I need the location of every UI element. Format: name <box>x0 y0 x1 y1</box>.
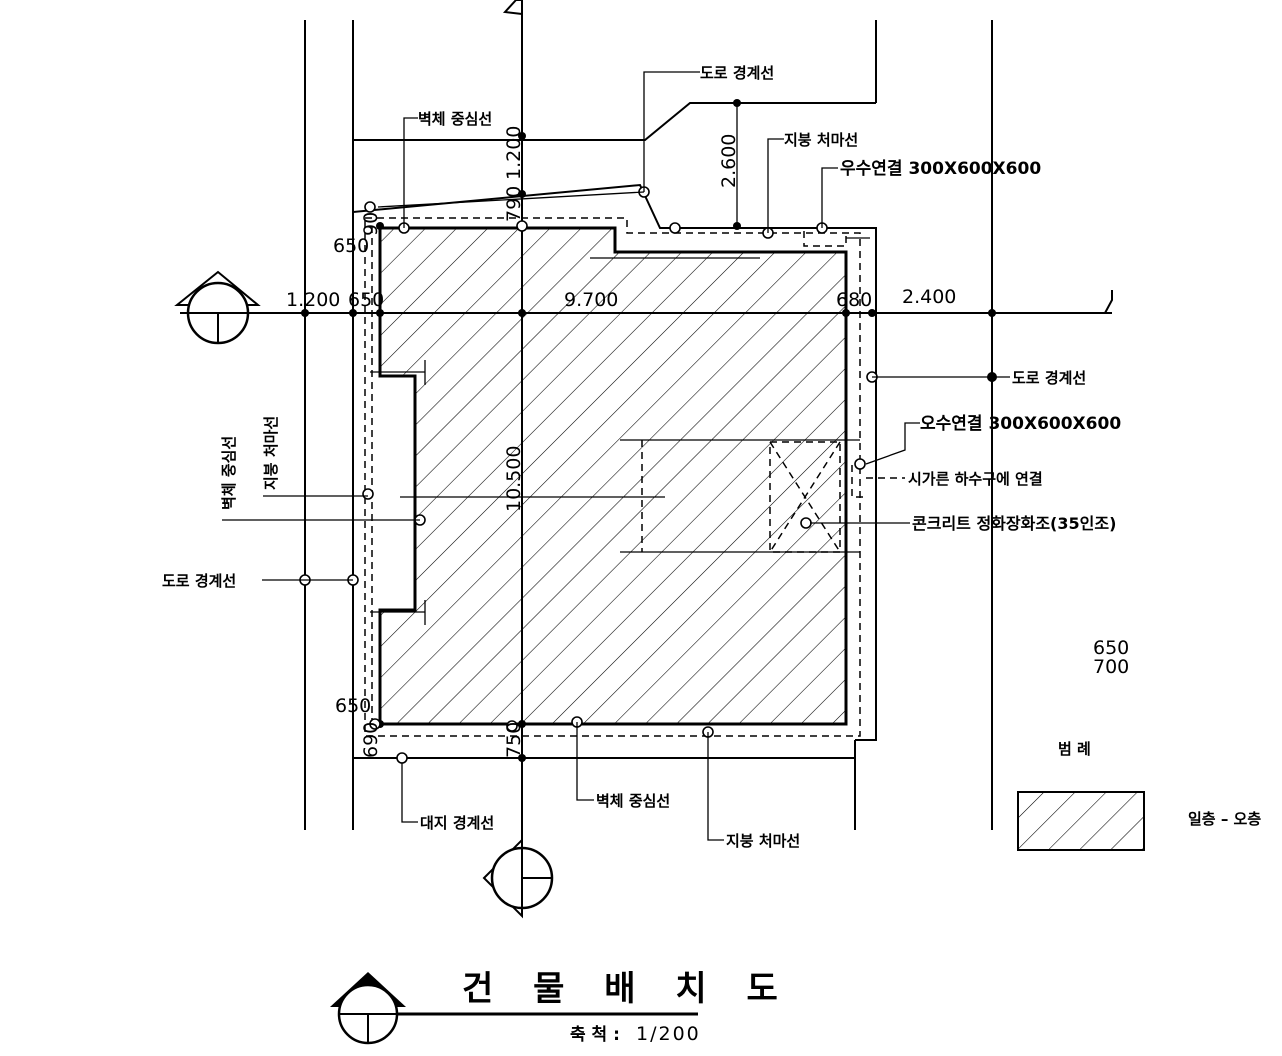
label-site-line-bottom: 대지 경계선 <box>420 814 494 832</box>
section-marker-bottom <box>482 837 554 919</box>
legend-hatch-swatch <box>1017 791 1145 851</box>
dim-790: 790 <box>503 186 525 222</box>
dim-680: 680 <box>836 289 872 311</box>
dim-2600: 2.600 <box>718 134 740 188</box>
label-septic-tank: 콘크리트 정화장화조(35인조) <box>912 514 1116 533</box>
dim-1200-left: 1.200 <box>286 289 340 311</box>
sewer-connection <box>851 465 905 498</box>
label-wall-center-bottom: 벽체 중심선 <box>596 792 670 810</box>
dim-650-left-top: 650 <box>333 235 369 257</box>
rain-tank-top <box>803 231 870 247</box>
legend: 범 례 일층 – 오층 <box>1017 740 1261 851</box>
label-road-line-top: 도로 경계선 <box>700 64 774 82</box>
label-rain-tank-right: 오수연결 300X600X600 <box>920 414 1121 434</box>
label-roof-edge-bottom: 지붕 처마선 <box>726 832 800 850</box>
markers <box>299 99 997 764</box>
roof-eave-outline <box>364 217 861 737</box>
dim-10500: 10.500 <box>503 446 525 512</box>
dim-650-top: 650 <box>348 289 384 311</box>
dim-9700: 9.700 <box>564 289 618 311</box>
scale-label: 축 척 : <box>570 1025 620 1045</box>
label-roof-edge-top: 지붕 처마선 <box>784 131 858 149</box>
label-rain-tank-top: 우수연결 300X600X600 <box>840 159 1041 179</box>
site-boundary-upper <box>352 183 877 741</box>
label-wall-center-top: 벽체 중심선 <box>418 110 492 128</box>
label-road-line-left: 도로 경계선 <box>162 572 236 590</box>
label-wall-center-left: 벽체 중심선 <box>220 436 238 510</box>
dim-90-left-top: 90 <box>360 212 382 236</box>
label-city-sewer: 시가른 하수구에 연결 <box>908 470 1043 488</box>
interior-lines <box>370 257 860 625</box>
north-arrow-tip <box>502 0 523 16</box>
dim-650-right: 650 <box>1093 637 1129 659</box>
road-line-top <box>352 102 876 141</box>
septic-tank <box>769 441 841 553</box>
dim-690-left-bottom: 690 <box>360 722 382 758</box>
dim-750: 750 <box>503 722 525 758</box>
label-road-line-right: 도로 경계선 <box>1012 369 1086 387</box>
dim-1200-vertical: 1.200 <box>503 126 525 180</box>
dimension-texts: 1.200 650 9.700 680 2.400 1.200 790 2.60… <box>286 126 1129 758</box>
leader-lines <box>222 71 1010 841</box>
dim-700-right: 700 <box>1093 656 1129 678</box>
legend-title: 범 례 <box>1058 740 1091 758</box>
title-block: 건 물 배 치 도 축 척 : 1/200 <box>398 969 792 1045</box>
title-marker <box>330 972 406 1045</box>
scale-value: 1/200 <box>636 1023 701 1045</box>
site-boundaries <box>304 20 993 830</box>
dim-2400: 2.400 <box>902 286 956 308</box>
section-marker-left <box>174 270 261 345</box>
label-roof-edge-left: 지붕 처마선 <box>262 416 280 490</box>
dim-650-left-bottom: 650 <box>335 695 371 717</box>
annotation-labels: 도로 경계선 벽체 중심선 지붕 처마선 우수연결 300X600X600 도로… <box>162 64 1121 850</box>
axis-end-mark <box>1104 290 1113 314</box>
legend-item-label: 일층 – 오층 <box>1188 810 1261 828</box>
drawing-title: 건 물 배 치 도 <box>462 969 792 1009</box>
